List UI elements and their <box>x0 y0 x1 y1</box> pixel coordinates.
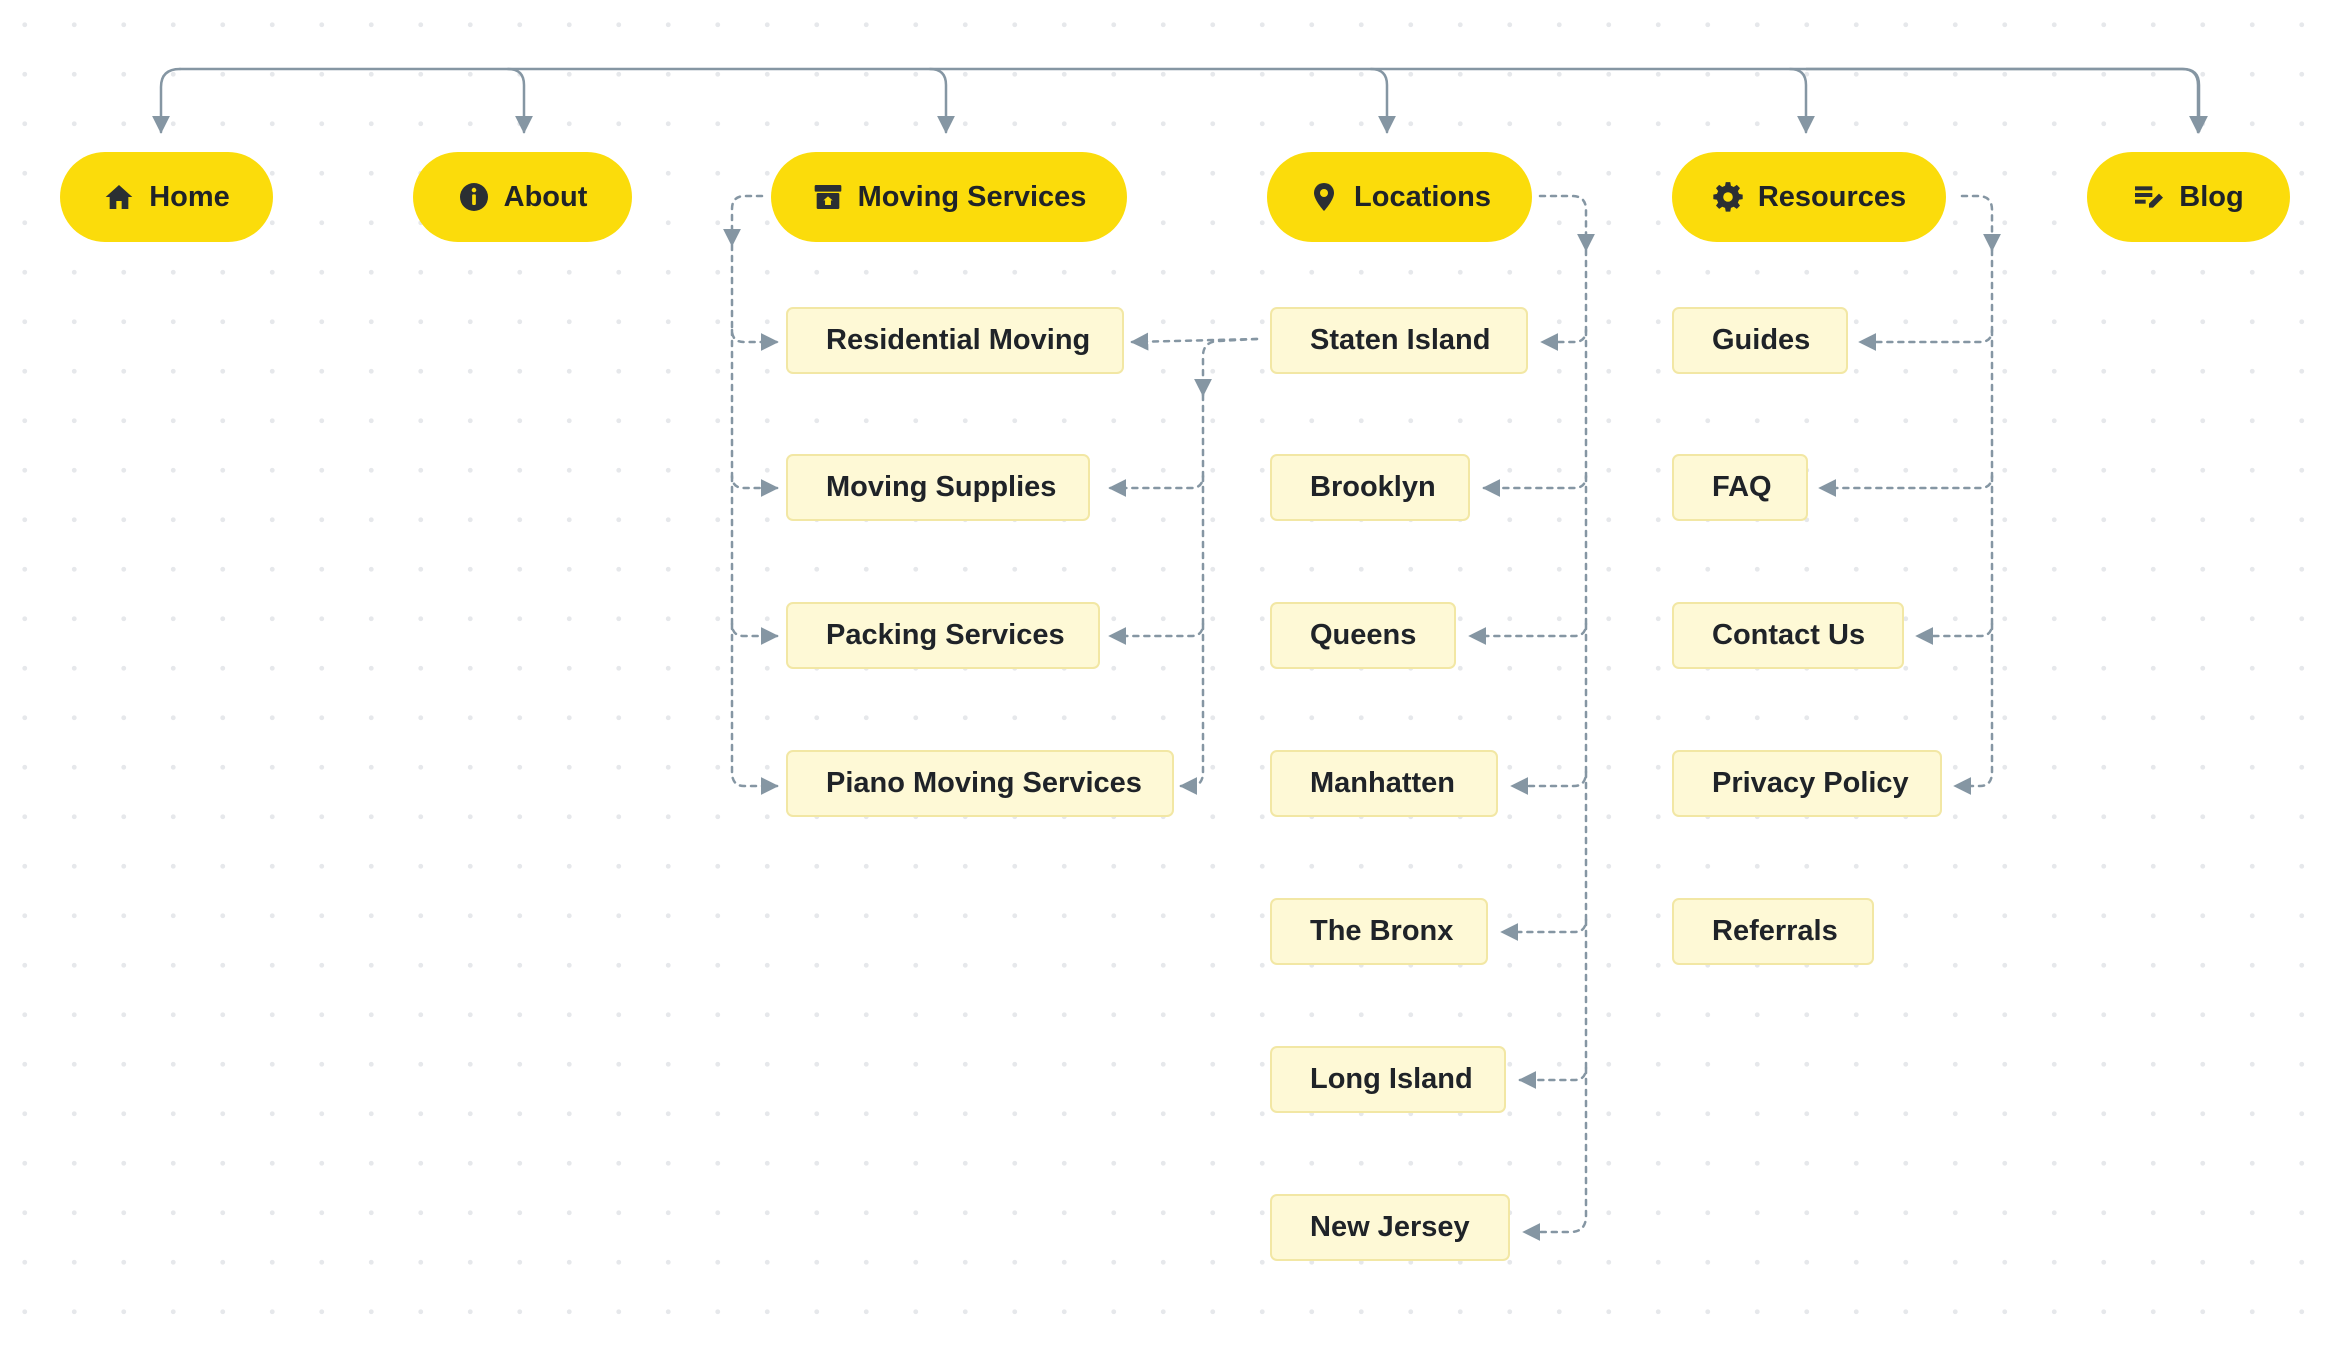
page-label: Manhatten <box>1310 767 1455 799</box>
page-label: New Jersey <box>1310 1211 1470 1243</box>
res-link-privacy <box>1953 622 1994 795</box>
nav-resources-label: Resources <box>1757 180 1907 213</box>
page-residential-moving[interactable]: Residential Moving <box>786 307 1124 374</box>
page-label: Long Island <box>1310 1063 1473 1095</box>
page-label: Moving Supplies <box>826 471 1057 503</box>
page-queens[interactable]: Queens <box>1270 602 1456 669</box>
top-branch-blog-real <box>1790 69 2198 85</box>
nav-locations-label: Locations <box>1354 180 1491 213</box>
res-link-guides <box>1858 248 1994 351</box>
edit-note-icon <box>2133 181 2165 213</box>
top-branch-about <box>506 67 533 134</box>
res-rail <box>1960 194 2001 252</box>
page-label: Referrals <box>1712 915 1838 947</box>
ms-link-supplies <box>730 328 779 497</box>
page-contact-us[interactable]: Contact Us <box>1672 602 1904 669</box>
ms-link-residential <box>730 243 779 351</box>
nav-blog-label: Blog <box>2179 180 2244 213</box>
page-label: Staten Island <box>1310 324 1491 356</box>
loc-link-staten <box>1540 248 1588 351</box>
page-label: Piano Moving Services <box>826 767 1142 799</box>
page-staten-island[interactable]: Staten Island <box>1270 307 1528 374</box>
nav-about[interactable]: About <box>413 152 632 242</box>
home-icon <box>103 181 135 213</box>
nav-moving-services-label: Moving Services <box>857 180 1087 213</box>
page-privacy-policy[interactable]: Privacy Policy <box>1672 750 1942 817</box>
page-guides[interactable]: Guides <box>1672 307 1848 374</box>
nav-home[interactable]: Home <box>60 152 273 242</box>
ms-link-packing <box>730 474 779 645</box>
si-link-residential <box>1130 332 1259 351</box>
page-piano-moving-services[interactable]: Piano Moving Services <box>786 750 1174 817</box>
gear-icon <box>1712 181 1744 213</box>
si-link-packing <box>1108 474 1205 645</box>
map-pin-icon <box>1308 181 1340 213</box>
loc-link-long-island <box>1518 918 1588 1089</box>
loc-link-manhatten <box>1510 622 1588 795</box>
page-label: Contact Us <box>1712 619 1866 651</box>
nav-moving-services[interactable]: Moving Services <box>771 152 1127 242</box>
top-branch-locations <box>1369 67 1396 134</box>
loc-link-queens <box>1468 474 1588 645</box>
nav-blog[interactable]: Blog <box>2087 152 2290 242</box>
page-the-bronx[interactable]: The Bronx <box>1270 898 1488 965</box>
nav-locations[interactable]: Locations <box>1267 152 1532 242</box>
ms-link-piano <box>730 622 779 795</box>
page-referrals[interactable]: Referrals <box>1672 898 1874 965</box>
page-label: Queens <box>1310 619 1417 651</box>
page-label: The Bronx <box>1310 915 1454 947</box>
top-branch-resources <box>1788 67 1815 134</box>
page-manhatten[interactable]: Manhatten <box>1270 750 1498 817</box>
si-link-piano <box>1179 622 1205 795</box>
page-label: Residential Moving <box>826 324 1091 356</box>
page-label: Privacy Policy <box>1712 767 1909 799</box>
nav-about-label: About <box>503 180 588 213</box>
top-branch-moving-services <box>928 67 955 134</box>
loc-link-new-jersey <box>1522 1066 1588 1241</box>
page-packing-services[interactable]: Packing Services <box>786 602 1100 669</box>
page-label: Guides <box>1712 324 1811 356</box>
page-new-jersey[interactable]: New Jersey <box>1270 1194 1510 1261</box>
loc-rail <box>1538 194 1595 252</box>
page-label: Packing Services <box>826 619 1065 651</box>
si-link-supplies <box>1108 393 1205 497</box>
page-label: Brooklyn <box>1310 471 1436 503</box>
info-icon <box>458 181 490 213</box>
nav-home-label: Home <box>149 180 230 213</box>
page-long-island[interactable]: Long Island <box>1270 1046 1506 1113</box>
res-link-contact <box>1915 474 1994 645</box>
ms-rail <box>723 194 764 247</box>
top-branch-home <box>152 67 182 134</box>
si-rail <box>1194 337 1259 397</box>
page-moving-supplies[interactable]: Moving Supplies <box>786 454 1090 521</box>
top-branch-blog-connector <box>1806 67 2208 134</box>
archive-box-icon <box>812 181 844 213</box>
nav-resources[interactable]: Resources <box>1672 152 1946 242</box>
page-label: FAQ <box>1712 471 1772 503</box>
loc-link-bronx <box>1500 770 1588 941</box>
page-faq[interactable]: FAQ <box>1672 454 1808 521</box>
page-brooklyn[interactable]: Brooklyn <box>1270 454 1470 521</box>
top-branch-line <box>178 67 2207 134</box>
